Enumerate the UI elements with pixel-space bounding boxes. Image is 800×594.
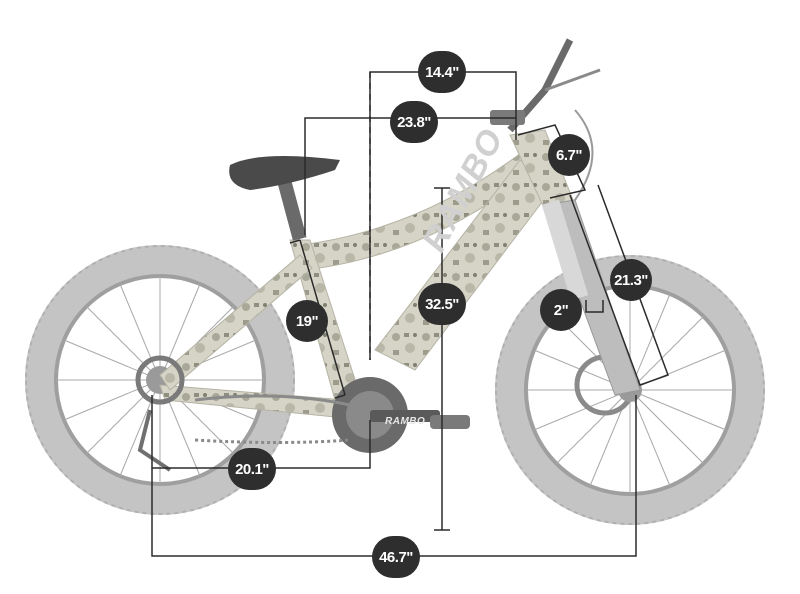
badge-top-reach: 14.4" [418,51,466,93]
badge-fork-length: 21.3" [610,259,652,301]
badge-chainstay: 20.1" [228,448,276,490]
front-fork [541,199,641,396]
badge-stack-top: 23.8" [390,101,438,143]
badge-fork-offset: 2" [540,289,582,331]
saddle-and-seatpost [229,156,340,241]
badge-wheelbase: 46.7" [372,536,420,578]
badge-seat-tube: 19" [286,300,328,342]
motor-and-crank [135,355,470,472]
badge-overall-height: 32.5" [418,283,466,325]
rear-wheel [25,245,295,515]
crank-brand-label: RAMBO [385,416,426,427]
badge-head-tube: 6.7" [548,134,590,176]
handlebar [490,38,601,201]
